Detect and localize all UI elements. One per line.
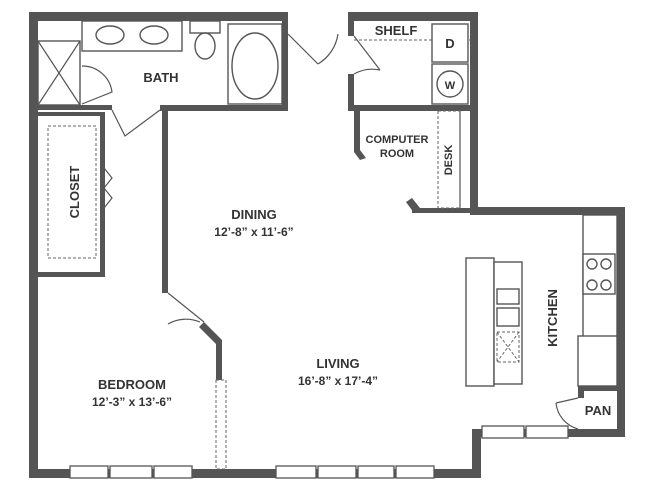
wall-right-lower [617, 207, 625, 437]
computer-room-label-line2: ROOM [380, 148, 414, 160]
kitchen-label: KITCHEN [545, 289, 560, 347]
doors [81, 33, 579, 470]
shelf-label: SHELF [375, 23, 418, 38]
window-bedroom-3 [153, 465, 193, 479]
dryer-label: D [445, 36, 454, 51]
kitchen-island [465, 257, 495, 387]
closet-label: CLOSET [67, 166, 82, 219]
entry-door [287, 33, 339, 65]
wall-bath-right [282, 12, 288, 108]
wall-diagonal-pantry [578, 391, 584, 398]
bedroom-dimensions: 12’-3” x 13’-6” [92, 395, 172, 409]
laundry-door [353, 35, 381, 75]
burner-4-icon [600, 279, 612, 291]
wall-pantry-top [578, 386, 618, 391]
dryer-icon [431, 23, 469, 63]
bedroom-label: BEDROOM [98, 377, 166, 392]
bath-door [111, 109, 161, 137]
wall-bottom-step [472, 429, 481, 478]
wall-computer-bottom [412, 208, 474, 213]
window-bedroom-2 [109, 465, 153, 479]
burner-2-icon [600, 258, 612, 270]
window-living-1 [275, 465, 317, 479]
wall-kitchen-top [470, 207, 625, 215]
bath-fixtures [37, 20, 283, 106]
room-labels: SHELF D W BATH COMPUTER ROOM DESK CLOSET… [67, 23, 611, 418]
wall-closet-top [38, 112, 104, 116]
toilet-bowl-icon [194, 32, 216, 60]
wall-top-left [29, 12, 287, 21]
closet-bifold-door [103, 167, 113, 209]
desk-label: DESK [443, 145, 455, 176]
wall-laundry-left-lower [348, 74, 354, 110]
sink-basin-bottom-icon [496, 307, 520, 327]
refrigerator-icon [577, 335, 618, 387]
sink-left-icon [95, 25, 125, 45]
shower-cross-icon [37, 40, 81, 106]
laundry-fixtures [354, 23, 470, 105]
bedroom-sliding-partition [215, 379, 227, 470]
living-label: LIVING [316, 356, 359, 371]
wall-laundry-bottom [348, 105, 473, 111]
bedroom-door [167, 292, 205, 325]
bath-label: BATH [143, 70, 178, 85]
wall-bedroom-lower [216, 340, 222, 380]
wall-top-right [352, 12, 478, 21]
window-living-2 [317, 465, 357, 479]
wall-closet-right [100, 112, 105, 277]
wall-bath-bottom [160, 105, 288, 111]
wall-laundry-left [348, 12, 354, 36]
dishwasher-icon [496, 331, 520, 363]
pantry-door [555, 397, 579, 430]
sink-basin-top-icon [496, 288, 520, 305]
window-kitchen-1 [481, 425, 525, 439]
tub-basin-icon [231, 32, 279, 100]
interior-walls [38, 12, 618, 398]
windows [69, 425, 569, 479]
wall-bottom-left [29, 469, 481, 478]
window-kitchen-2 [525, 425, 569, 439]
dining-dimensions: 12’-8” x 11’-6” [214, 225, 293, 239]
wall-diagonal-computer [354, 110, 366, 160]
burner-3-icon [586, 279, 598, 291]
window-bedroom-1 [69, 465, 109, 479]
wall-bedroom-upper [162, 108, 168, 293]
wall-diagonal-desk [406, 198, 420, 213]
dining-label: DINING [231, 207, 277, 222]
pantry-label: PAN [585, 403, 611, 418]
shower-door [81, 65, 113, 105]
dishwasher-cross-icon [496, 331, 520, 363]
washer-drum-icon [436, 70, 464, 98]
burner-1-icon [586, 258, 598, 270]
washer-label: W [445, 80, 456, 92]
wall-right-upper [470, 12, 478, 215]
wall-shower-bottom [38, 105, 112, 110]
window-living-3 [357, 465, 395, 479]
wall-diagonal-bedroom [199, 322, 222, 344]
wall-closet-bottom [38, 272, 105, 277]
sink-right-icon [139, 25, 169, 45]
computer-room-label-line1: COMPUTER [366, 134, 429, 146]
window-living-4 [395, 465, 435, 479]
living-dimensions: 16’-8” x 17’-4” [298, 374, 378, 388]
wall-left [29, 12, 38, 478]
kitchen-fixtures [465, 214, 618, 387]
toilet-tank-icon [189, 20, 221, 34]
